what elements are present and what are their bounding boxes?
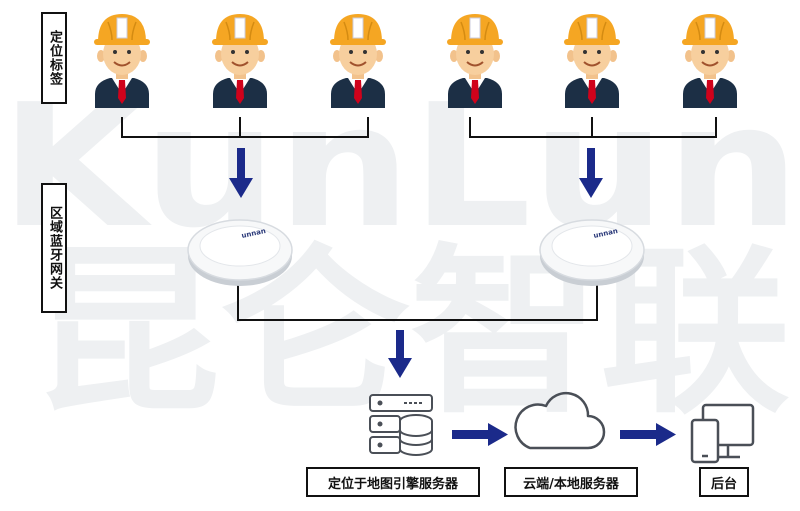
desktop-and-tablet-icon [690, 403, 755, 464]
bluetooth-gateway: unnan [539, 219, 645, 286]
connectors [121, 117, 717, 321]
watermark: KunLun 昆仑智联 [0, 68, 800, 438]
bracket-gateways [237, 285, 598, 321]
worker-figure [94, 14, 150, 108]
worker-figure [682, 14, 738, 108]
server-stack-icon [369, 394, 433, 456]
bluetooth-gateway: unnan [187, 219, 293, 286]
worker-figure [564, 14, 620, 108]
arrow-down-left [229, 148, 253, 198]
arrow-right-engine-to-cloud [452, 423, 508, 446]
cloud-server-caption: 云端/本地服务器 [504, 467, 638, 497]
worker-figure [212, 14, 268, 108]
arrow-down-center [388, 330, 412, 378]
engine-server-caption: 定位于地图引擎服务器 [306, 467, 480, 497]
bracket-left-group [121, 117, 369, 138]
worker-row [94, 14, 738, 108]
arrow-right-cloud-to-backend [620, 423, 676, 446]
gateway-row-label: 区域蓝牙网关 [41, 183, 67, 313]
worker-figure [330, 14, 386, 108]
bracket-right-group [469, 117, 717, 138]
worker-figure [447, 14, 503, 108]
backend-caption: 后台 [699, 467, 749, 497]
tag-row-label: 定位标签 [41, 12, 67, 104]
arrow-down-right [579, 148, 603, 198]
cloud-icon [514, 391, 606, 450]
flow-arrows [229, 148, 676, 446]
